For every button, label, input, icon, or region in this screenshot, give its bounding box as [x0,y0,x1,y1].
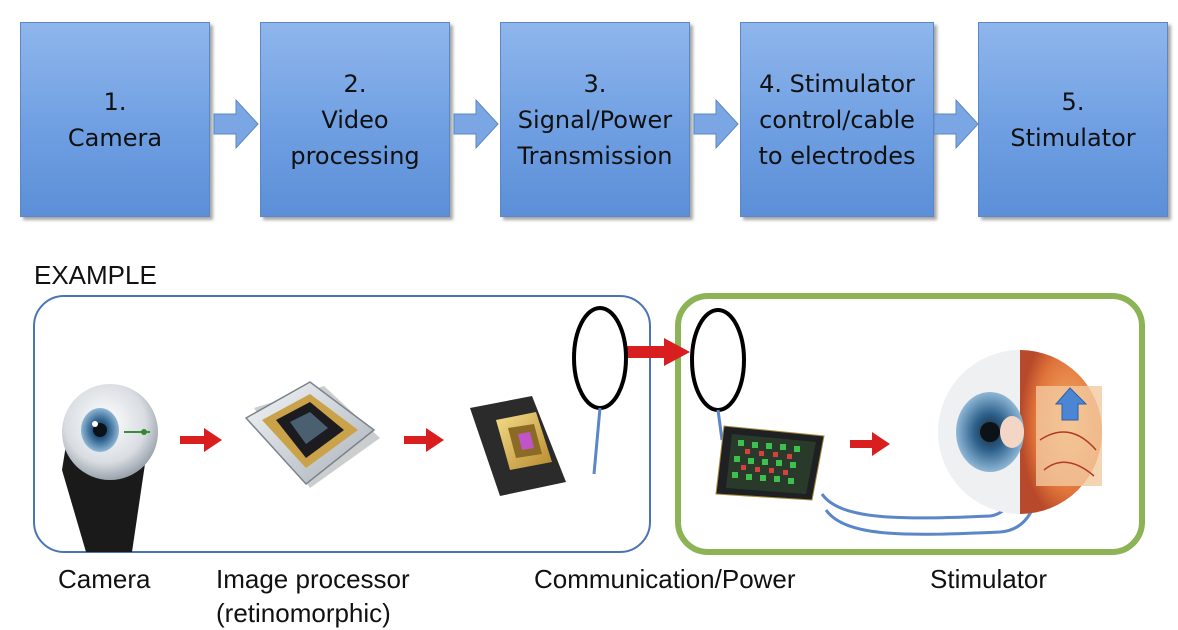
caption-communication-power: Communication/Power [534,564,796,594]
coil-lead-external [592,407,602,475]
caption-stimulator: Stimulator [930,564,1048,594]
flow-arrow-3 [693,98,739,150]
transmitter-chip-icon [470,396,566,496]
step-1-camera: 1. Camera [20,22,210,217]
caption-camera: Camera [58,564,151,594]
external-coil [572,306,628,410]
step-5-stimulator: 5. Stimulator [978,22,1168,217]
step-3-signal-power-transmission: 3. Signal/Power Transmission [500,22,690,217]
step-label: 1. Camera [67,87,163,152]
red-arrow-link [626,338,690,366]
red-arrow-processor-to-transmitter [404,428,444,452]
eye-camera-icon [62,384,158,552]
step-label: 4. Stimulator control/cable to electrode… [758,69,916,170]
step-label: 3. Signal/Power Transmission [517,69,673,170]
step-4-stimulator-control: 4. Stimulator control/cable to electrode… [740,22,934,217]
red-arrow-array-to-retina [850,432,890,456]
implant-system-box [675,293,1145,555]
red-arrow-camera-to-processor [180,428,222,452]
step-label: 2. Video processing [290,69,420,170]
external-system-box [33,295,651,553]
step-label: 5. Stimulator [1010,87,1136,152]
flow-arrow-4 [933,98,979,150]
coil-lead-implant [716,409,724,441]
chip-processor-icon [244,381,380,488]
step-2-video-processing: 2. Video processing [260,22,450,217]
implant-coil [690,308,746,412]
flow-arrow-1 [213,98,259,150]
flow-arrow-2 [453,98,499,150]
electrode-array-icon [715,425,825,501]
caption-image-processor: Image processor (retinomorphic) [216,564,410,628]
example-heading: EXAMPLE [34,260,157,290]
retina-eye-icon [938,350,1102,514]
